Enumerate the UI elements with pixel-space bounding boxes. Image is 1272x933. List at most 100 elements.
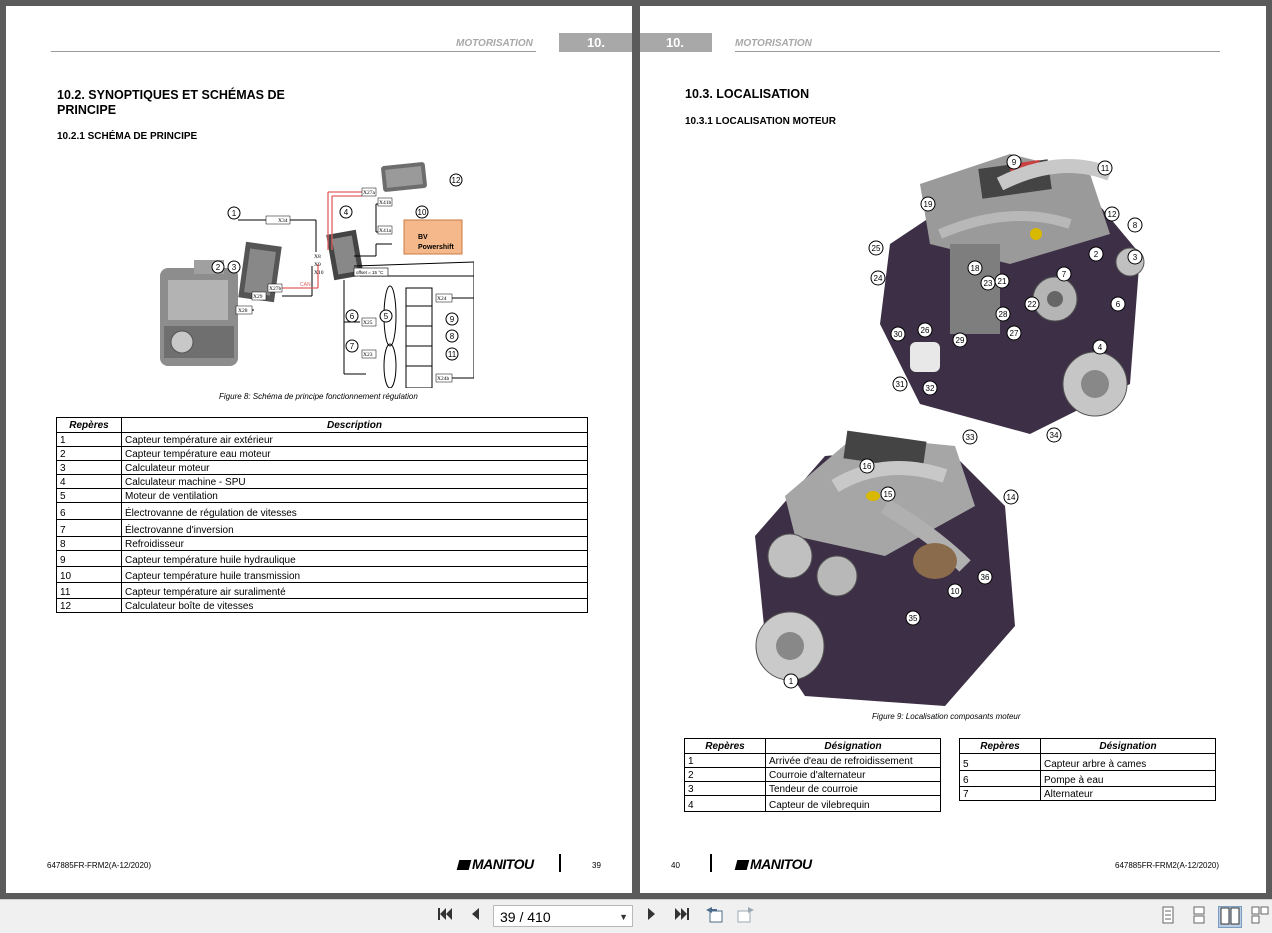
callout-25: 25 [872, 244, 881, 253]
forward-view-icon [737, 907, 754, 923]
facing-pages-view-button[interactable] [1218, 906, 1242, 928]
header-title: MOTORISATION [735, 38, 812, 49]
header-chapter-tab: 10. [640, 33, 712, 52]
connector-x9: X9 [314, 262, 321, 268]
row-description: Capteur température huile transmission [121, 566, 588, 583]
row-designation: Courroie d'alternateur [765, 767, 941, 782]
row-ref: 2 [56, 446, 122, 461]
col-header-reperes: Repères [959, 738, 1041, 754]
figure-9-caption: Figure 9: Localisation composants moteur [872, 712, 1021, 721]
row-description: Refroidisseur [121, 536, 588, 551]
row-designation: Pompe à eau [1040, 770, 1216, 787]
engine-figure-bottom: 16 15 14 36 10 35 1 [755, 430, 1019, 706]
callout-4: 4 [1098, 343, 1103, 352]
footer-separator [710, 854, 712, 872]
callout-1: 1 [232, 209, 237, 218]
callout-9: 9 [1012, 158, 1017, 167]
row-ref: 10 [56, 566, 122, 583]
page-indicator: 39 / 410 [500, 909, 551, 925]
connector-x28: X28 [238, 308, 248, 314]
manitou-logo: MANITOU [734, 856, 812, 872]
facing-pages-icon [1220, 907, 1240, 925]
callout-8: 8 [1133, 221, 1138, 230]
manitou-logo: MANITOU [456, 856, 534, 872]
machine-ecu-4 [326, 229, 364, 281]
row-description: Calculateur moteur [121, 460, 588, 475]
first-page-button[interactable] [434, 906, 456, 926]
callout-12: 12 [452, 176, 461, 185]
row-description: Capteur température huile hydraulique [121, 550, 588, 567]
row-description: Calculateur boîte de vitesses [121, 598, 588, 613]
connector-x41b: X41b [379, 200, 391, 206]
bv-powershift-box [403, 219, 463, 255]
bv-label: BV [418, 234, 428, 241]
go-forward-view-button[interactable] [735, 906, 757, 926]
engine-illustration [160, 260, 238, 366]
principle-diagram: BV Powershift [160, 162, 474, 388]
col-header-reperes: Repères [56, 417, 122, 433]
previous-page-icon [472, 908, 479, 920]
last-page-button[interactable] [671, 906, 693, 926]
callout-3: 3 [232, 263, 237, 272]
header-chapter-tab: 10. [559, 33, 632, 52]
bottom-figure-callouts: 16 15 14 36 10 35 1 [783, 458, 1019, 689]
continuous-view-button[interactable] [1188, 906, 1210, 926]
callout-2: 2 [216, 263, 221, 272]
facing-continuous-icon [1251, 906, 1269, 924]
single-page-view-button[interactable] [1157, 906, 1179, 926]
col-header-designation: Désignation [1040, 738, 1216, 754]
previous-page-button[interactable] [464, 906, 486, 926]
row-ref: 5 [56, 488, 122, 503]
callout-32: 32 [926, 384, 935, 393]
engine-figure-top: 9 11 19 12 8 25 2 3 24 18 23 21 7 6 28 2… [868, 154, 1145, 445]
header-title: MOTORISATION [456, 38, 533, 49]
manitou-logo-mark-icon [734, 860, 750, 870]
callout-2: 2 [1094, 250, 1099, 259]
row-ref: 9 [56, 550, 122, 567]
row-ref: 8 [56, 536, 122, 551]
row-ref: 6 [959, 770, 1041, 787]
row-description: Électrovanne d'inversion [121, 519, 588, 537]
row-ref: 3 [56, 460, 122, 475]
connector-x27b: X27b [269, 286, 281, 292]
connector-x10: X10 [314, 270, 324, 276]
next-page-button[interactable] [641, 906, 663, 926]
left-page: MOTORISATION 10. 10.2. SYNOPTIQUES ET SC… [6, 6, 632, 893]
callout-9: 9 [450, 315, 455, 324]
callout-16: 16 [863, 462, 872, 471]
figure-8-caption: Figure 8: Schéma de principe fonctionnem… [219, 392, 418, 401]
page-number: 39 [592, 861, 601, 870]
callout-7: 7 [1062, 270, 1067, 279]
go-back-view-button[interactable] [703, 906, 725, 926]
callout-29: 29 [956, 336, 965, 345]
callout-23: 23 [984, 279, 993, 288]
offset-label: offset = 15 °C [356, 270, 384, 275]
section-title-line1: 10.2. SYNOPTIQUES ET SCHÉMAS DE [57, 88, 285, 102]
callout-11: 11 [1101, 164, 1110, 173]
callout-5: 5 [384, 312, 389, 321]
facing-continuous-view-button[interactable] [1250, 906, 1270, 926]
callout-12: 12 [1108, 210, 1117, 219]
section-title: 10.2. SYNOPTIQUES ET SCHÉMAS DE PRINCIPE [57, 88, 285, 118]
viewer-toolbar: 39 / 410 ▼ [0, 899, 1272, 933]
single-page-icon [1162, 906, 1174, 924]
callout-19: 19 [924, 200, 933, 209]
page-selector[interactable]: 39 / 410 ▼ [493, 905, 633, 927]
row-ref: 7 [56, 519, 122, 537]
callout-6: 6 [1116, 300, 1121, 309]
row-description: Calculateur machine - SPU [121, 474, 588, 489]
callout-36: 36 [981, 573, 990, 582]
row-ref: 3 [684, 781, 766, 796]
